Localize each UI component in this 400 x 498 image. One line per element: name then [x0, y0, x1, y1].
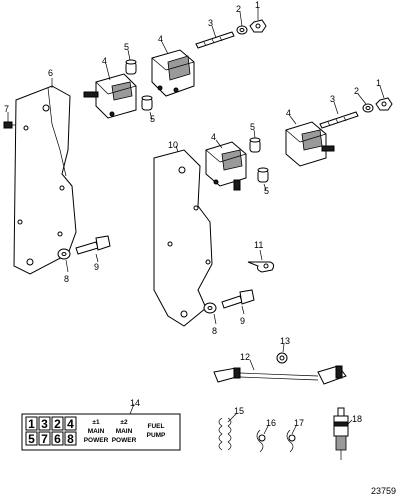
decal-main-power-1: ±1 MAIN POWER: [84, 419, 109, 444]
cylinder-box-8: [64, 431, 77, 446]
cylinder-box-6: [51, 431, 64, 446]
wire-clip-15: [218, 417, 232, 451]
cylinder-number-5: 5: [28, 432, 35, 446]
leader-lines: [7, 8, 385, 435]
screw-7: [3, 121, 16, 129]
cylinder-number-4: 4: [67, 417, 74, 431]
spacer-5-lower-b: [257, 167, 269, 183]
callout-4-lower-left: 4: [211, 132, 216, 142]
cylinder-number-2: 2: [54, 417, 61, 431]
cylinder-number-6: 6: [54, 432, 61, 446]
main-power-2-line2: MAIN: [116, 428, 133, 435]
ignition-coil-lower-left: [205, 141, 247, 191]
spacer-5-upper-b: [141, 95, 153, 111]
cable-clip-11: [247, 261, 275, 273]
callout-15: 15: [234, 406, 244, 416]
spark-plug-18: [333, 407, 349, 460]
spacer-5-lower-a: [249, 137, 261, 153]
wire-clip-17: [286, 429, 296, 453]
callout-4-upper-center: 4: [158, 34, 163, 44]
washer-2-upper: [236, 25, 248, 35]
spark-plug-lead-12: [213, 365, 347, 385]
stud-bolt-upper: [195, 31, 235, 49]
main-power-2-line1: ±2: [120, 419, 128, 426]
cylinder-number-1: 1: [28, 417, 35, 431]
ignition-coil-lower-right: [285, 121, 335, 167]
stud-bolt-lower: [319, 111, 359, 129]
main-power-1-line3: POWER: [84, 437, 109, 444]
cylinder-number-8: 8: [67, 432, 74, 446]
callout-4-lower-right: 4: [286, 108, 291, 118]
callout-2-upper: 2: [236, 4, 241, 14]
callout-18: 18: [352, 414, 362, 424]
cylinder-box-5: [25, 431, 38, 446]
figure-number: 23759: [371, 486, 396, 496]
main-power-2-line3: POWER: [112, 437, 137, 444]
callout-8-left: 8: [64, 274, 69, 284]
callout-8-right: 8: [212, 326, 217, 336]
ignition-coil-upper-center: [151, 49, 195, 97]
callout-5-lower-b: 5: [264, 186, 269, 196]
callout-3-upper: 3: [208, 18, 213, 28]
callout-14: 14: [130, 398, 140, 408]
callout-2-lower: 2: [354, 86, 359, 96]
callout-numbers: 1 2 3 4 4 5 5 6 7 1 2 3 4 4 5 5 10 8 9 1…: [4, 0, 381, 428]
spacer-5-upper-a: [125, 59, 137, 75]
callout-9-right: 9: [240, 316, 245, 326]
callout-16: 16: [266, 418, 276, 428]
grommet-13: [276, 352, 288, 364]
callout-4-upper-left: 4: [102, 56, 107, 66]
callout-6: 6: [48, 68, 53, 78]
nut-1-lower: [375, 97, 393, 111]
bolt-9-right: [221, 289, 255, 309]
callout-10: 10: [168, 140, 178, 150]
cylinder-box-1: [25, 416, 38, 431]
callout-13: 13: [280, 336, 290, 346]
right-mounting-plate: [153, 149, 213, 327]
callout-11: 11: [254, 240, 263, 250]
fuel-pump-line2: PUMP: [147, 432, 166, 439]
main-power-1-line1: ±1: [92, 419, 100, 426]
washer-2-lower: [362, 103, 374, 113]
cylinder-box-3: [38, 416, 51, 431]
callout-7: 7: [4, 104, 9, 114]
callout-17: 17: [294, 418, 304, 428]
cylinder-box-7: [38, 431, 51, 446]
decal-main-power-2: ±2 MAIN POWER: [112, 419, 137, 444]
washer-8-right: [203, 302, 217, 314]
cylinder-number-7: 7: [41, 432, 48, 446]
main-power-1-line2: MAIN: [88, 428, 105, 435]
cylinder-box-4: [64, 416, 77, 431]
decal-fuel-pump: FUEL PUMP: [147, 423, 166, 439]
left-mounting-plate: [13, 85, 77, 275]
callout-9-left: 9: [94, 262, 99, 272]
ignition-coil-upper-left: [83, 73, 137, 119]
callout-5-upper-b: 5: [150, 114, 155, 124]
callout-1-lower: 1: [376, 78, 381, 88]
callout-12: 12: [240, 352, 250, 362]
callout-5-upper-a: 5: [124, 42, 129, 52]
callout-1-upper: 1: [255, 0, 260, 10]
cylinder-box-2: [51, 416, 64, 431]
nut-1-upper: [249, 19, 267, 33]
fuel-pump-line1: FUEL: [148, 423, 165, 430]
wire-clip-16: [256, 429, 266, 453]
washer-8-left: [57, 248, 71, 260]
callout-3-lower: 3: [330, 94, 335, 104]
callout-5-lower-a: 5: [250, 122, 255, 132]
cylinder-number-3: 3: [41, 417, 48, 431]
bolt-9-left: [75, 235, 111, 255]
